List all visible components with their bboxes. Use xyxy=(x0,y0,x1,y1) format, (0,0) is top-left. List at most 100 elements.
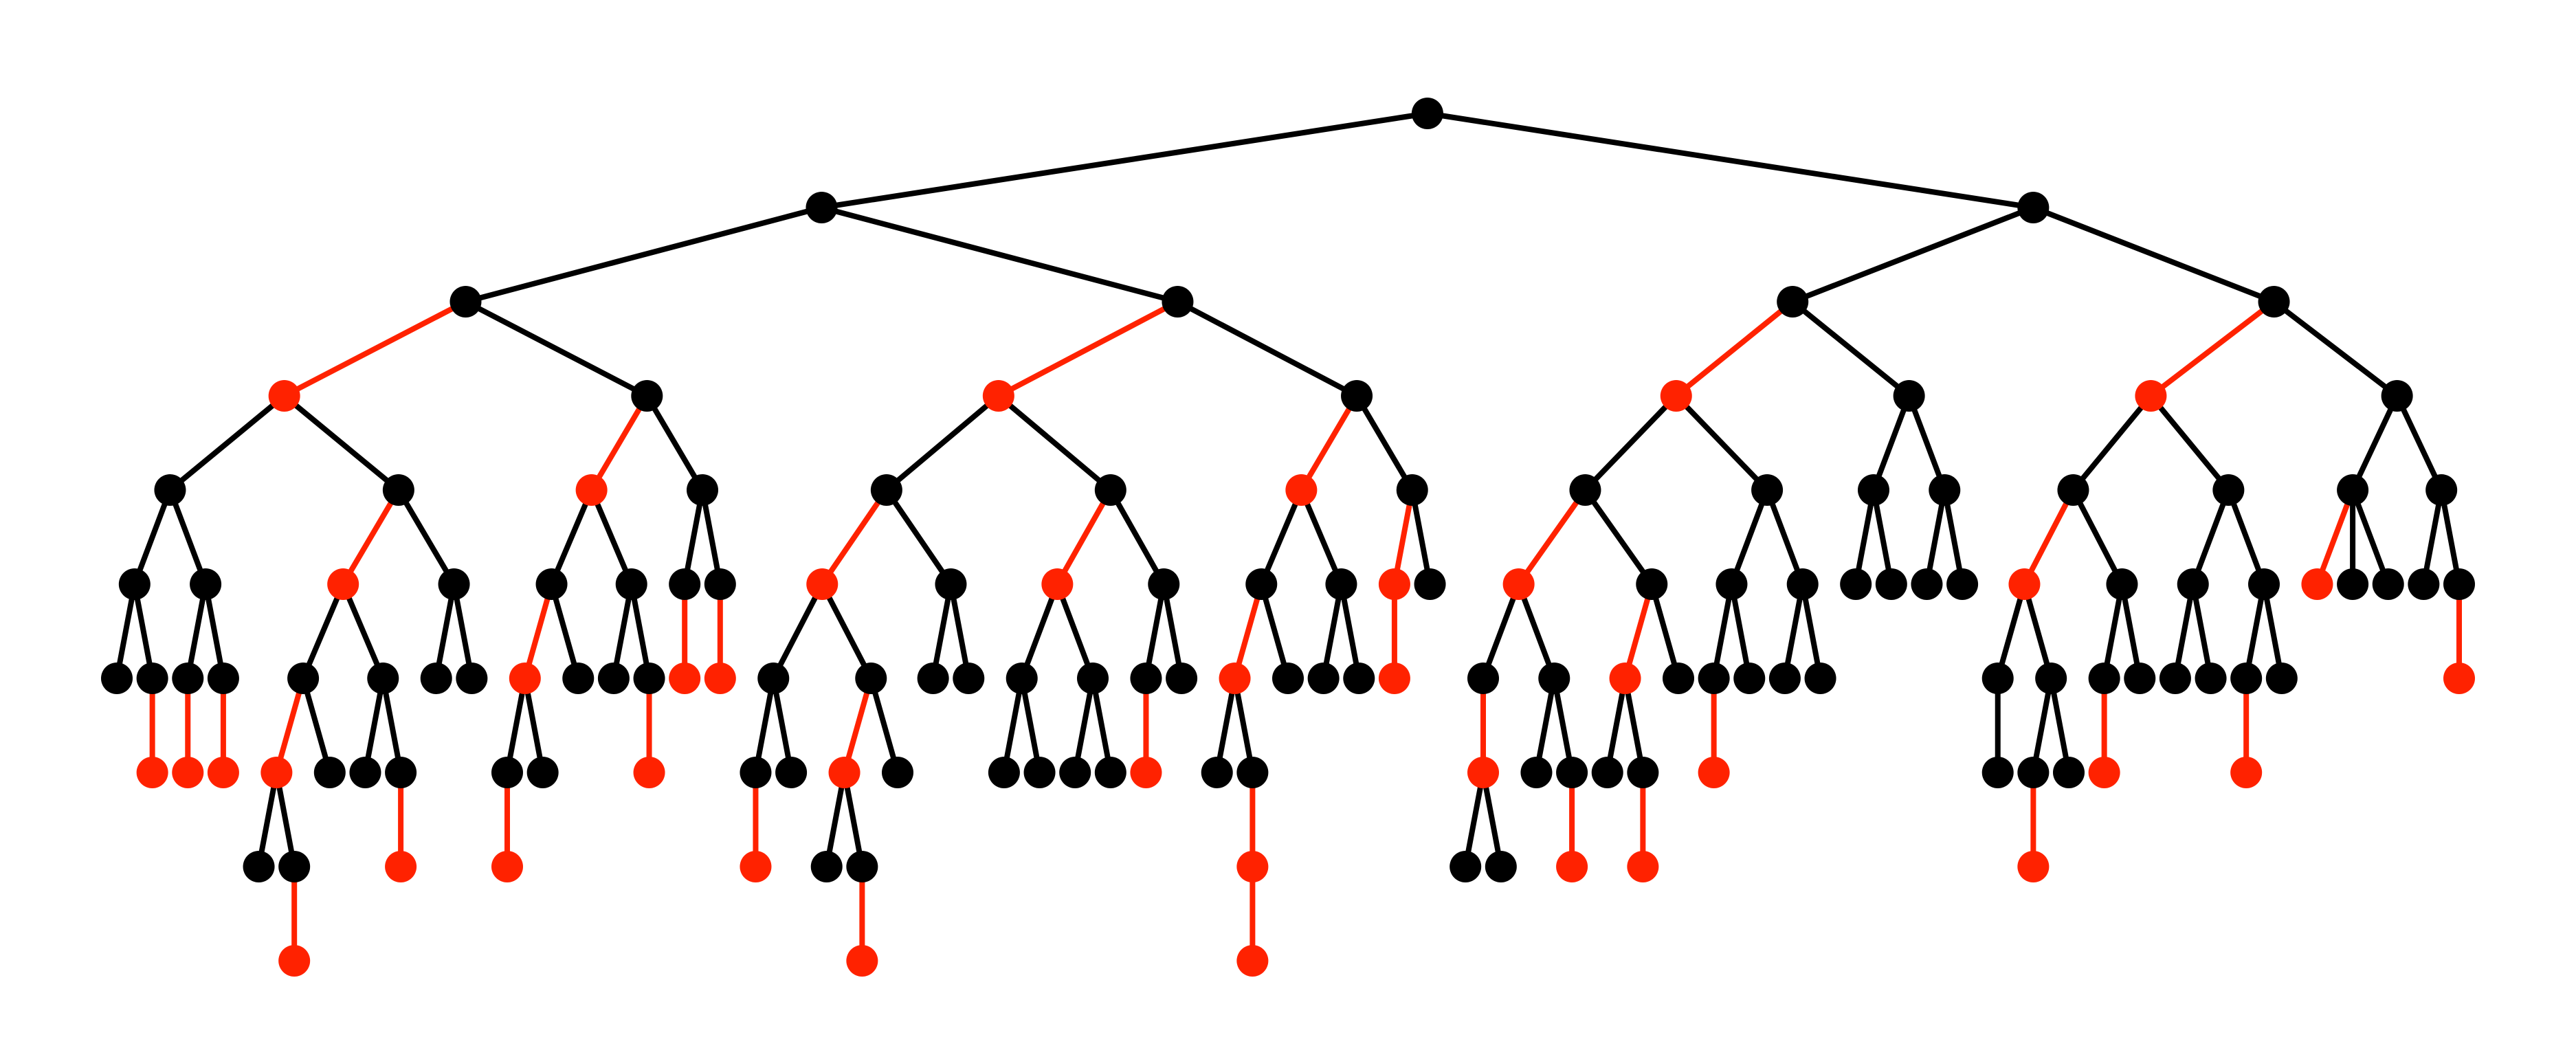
tree-edge-black xyxy=(753,676,777,775)
tree-node-black xyxy=(1946,568,1979,600)
tree-edge-black xyxy=(395,487,457,587)
tree-node-black xyxy=(704,568,736,600)
tree-node-red xyxy=(491,851,523,882)
tree-node-red xyxy=(2017,851,2050,882)
tree-edge-black xyxy=(1790,205,2036,304)
tree-node-black xyxy=(935,568,967,600)
tree-node-red xyxy=(2088,757,2120,788)
tree-node-black xyxy=(1485,851,1517,882)
tree-edge-black xyxy=(819,111,1430,210)
tree-node-black xyxy=(449,286,482,318)
tree-edge-black xyxy=(682,487,705,587)
tree-node-black xyxy=(118,568,151,600)
tree-edge-black xyxy=(1604,676,1628,775)
tree-edge-black xyxy=(868,676,900,775)
tree-edge-red xyxy=(841,676,874,775)
tree-node-black xyxy=(190,568,222,600)
tree-edge-black xyxy=(2190,581,2214,681)
tree-edge-red xyxy=(340,487,401,587)
tree-edge-red xyxy=(2314,487,2356,587)
tree-edge-black xyxy=(1799,581,1823,681)
tree-edge-black xyxy=(2350,393,2400,493)
tree-node-black xyxy=(1804,663,1836,694)
tree-node-black xyxy=(1130,663,1162,694)
tree-edge-black xyxy=(1463,770,1486,869)
tree-node-black xyxy=(1236,757,1269,788)
tree-node-black xyxy=(1343,663,1375,694)
tree-edge-black xyxy=(203,581,226,681)
tree-node-black xyxy=(2088,663,2120,694)
tree-node-black xyxy=(2017,757,2050,788)
tree-node-black xyxy=(1911,568,1943,600)
tree-edge-black xyxy=(131,581,155,681)
tree-node-black xyxy=(2124,663,2156,694)
tree-node-red xyxy=(2008,568,2041,600)
tree-edge-black xyxy=(1622,676,1646,775)
tree-node-black xyxy=(631,380,663,412)
tree-edge-black xyxy=(380,676,404,775)
tree-node-black xyxy=(1751,474,1784,506)
tree-node-black xyxy=(1396,474,1428,506)
tree-node-black xyxy=(1733,663,1766,694)
tree-edge-black xyxy=(1258,581,1291,681)
tree-node-red xyxy=(136,757,168,788)
tree-edge-black xyxy=(300,676,333,775)
tree-edge-red xyxy=(1232,581,1265,681)
tree-edge-black xyxy=(1054,581,1096,681)
tree-edge-black xyxy=(1480,770,1504,869)
tree-edge-black xyxy=(1582,393,1679,493)
tree-node-black xyxy=(1875,568,1907,600)
tree-edge-black xyxy=(1090,676,1113,775)
tree-node-red xyxy=(1130,757,1162,788)
tree-edge-black xyxy=(256,770,280,869)
tree-edge-black xyxy=(2101,581,2125,681)
tree-edge-black xyxy=(1906,393,1948,493)
tree-node-red xyxy=(846,945,878,977)
tree-edge-black xyxy=(1871,393,1912,493)
tree-edge-red xyxy=(2148,299,2277,399)
tree-edge-red xyxy=(1054,487,1113,587)
tree-node-black xyxy=(1981,663,2014,694)
tree-edge-black xyxy=(463,205,825,304)
tree-node-red xyxy=(669,663,701,694)
tree-node-black xyxy=(687,474,718,506)
tree-edge-black xyxy=(433,581,457,681)
tree-edge-black xyxy=(2261,581,2285,681)
tree-edge-black xyxy=(504,676,528,775)
tree-node-black xyxy=(2443,568,2475,600)
tree-node-black xyxy=(1245,568,1278,600)
tree-edge-black xyxy=(2070,487,2125,587)
tree-edge-red xyxy=(1298,393,1360,493)
tree-edge-black xyxy=(274,770,298,869)
tree-node-red xyxy=(1698,757,1730,788)
tree-edge-black xyxy=(1515,581,1557,681)
tree-node-black xyxy=(846,851,878,882)
tree-edge-black xyxy=(1551,676,1575,775)
tree-node-black xyxy=(1077,663,1109,694)
tree-node-black xyxy=(1307,663,1340,694)
tree-edge-black xyxy=(2394,393,2445,493)
tree-edge-black xyxy=(185,581,209,681)
tree-node-black xyxy=(2177,568,2209,600)
tree-node-black xyxy=(917,663,949,694)
tree-node-black xyxy=(278,851,311,882)
tree-edge-black xyxy=(2421,487,2445,587)
tree-edge-black xyxy=(1354,393,1415,493)
tree-edge-black xyxy=(610,581,634,681)
tree-edge-black xyxy=(1729,581,1753,681)
tree-node-black xyxy=(1556,757,1588,788)
tree-edge-black xyxy=(819,581,874,681)
tree-node-black xyxy=(2337,568,2369,600)
tree-node-black xyxy=(810,851,843,882)
tree-node-red xyxy=(1219,663,1251,694)
tree-node-black xyxy=(101,663,133,694)
tree-edge-black xyxy=(1871,487,1894,587)
tree-edge-red xyxy=(1515,487,1588,587)
tree-node-black xyxy=(2017,192,2050,223)
tree-node-black xyxy=(1777,286,1809,318)
tree-edge-red xyxy=(1391,487,1415,587)
tree-node-red xyxy=(207,757,239,788)
tree-edge-black xyxy=(819,205,1181,304)
tree-node-black xyxy=(1569,474,1601,506)
tree-node-red xyxy=(1378,663,1410,694)
